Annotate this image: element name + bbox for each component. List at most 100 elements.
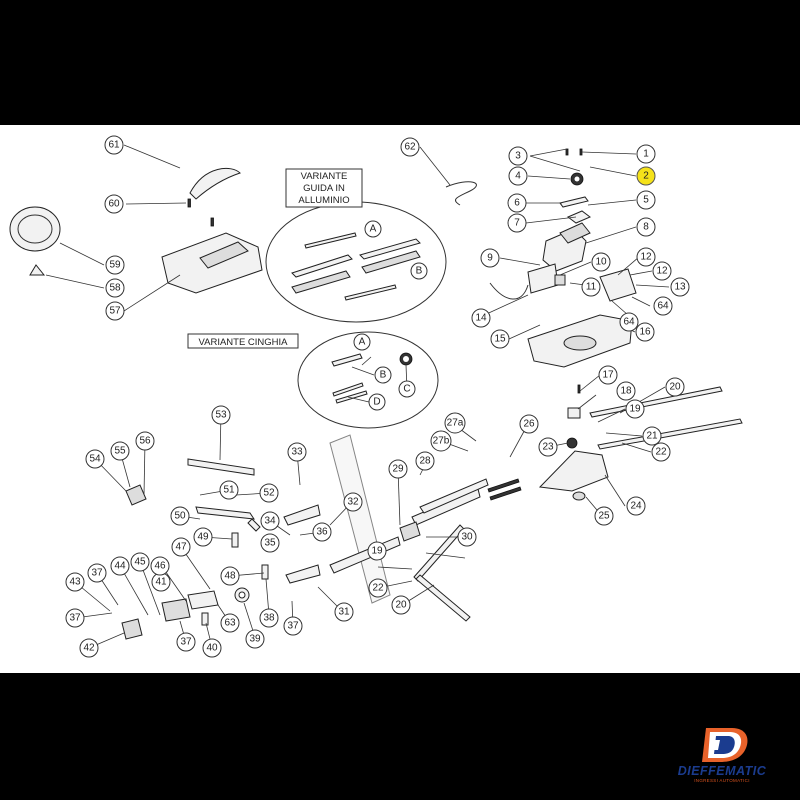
part-carriage: [538, 450, 609, 492]
callout-56: 56: [135, 431, 155, 451]
svg-text:19: 19: [629, 404, 641, 415]
svg-text:5: 5: [643, 195, 649, 206]
svg-text:6: 6: [514, 198, 520, 209]
svg-text:22: 22: [372, 583, 384, 594]
svg-text:25: 25: [598, 511, 610, 522]
brand-name: DIEFFEMATIC: [677, 764, 767, 778]
part-coil: [9, 206, 61, 252]
svg-text:12: 12: [656, 266, 668, 277]
callout-48: 48: [220, 566, 240, 586]
svg-text:42: 42: [83, 643, 95, 654]
part-visor: [189, 167, 241, 200]
callout-D: D: [368, 393, 386, 411]
callout-A1: A: [364, 220, 382, 238]
callout-11: 11: [581, 277, 601, 297]
callout-A2: A: [353, 333, 371, 351]
svg-text:40: 40: [206, 643, 218, 654]
callout-38: 38: [259, 608, 279, 628]
svg-text:B: B: [416, 266, 423, 277]
svg-text:10: 10: [595, 257, 607, 268]
callout-45: 45: [130, 552, 150, 572]
svg-text:20: 20: [669, 382, 681, 393]
svg-text:22: 22: [655, 447, 667, 458]
callout-63: 63: [220, 613, 240, 633]
brand-logo: DIEFFEMATIC INGRESSI AUTOMATICI: [672, 720, 772, 790]
svg-text:64: 64: [657, 301, 669, 312]
callout-10: 10: [591, 252, 611, 272]
svg-text:55: 55: [114, 446, 126, 457]
svg-text:53: 53: [215, 410, 227, 421]
svg-text:3: 3: [515, 151, 521, 162]
svg-text:50: 50: [174, 511, 186, 522]
callout-44: 44: [110, 556, 130, 576]
svg-text:47: 47: [175, 542, 187, 553]
svg-text:21: 21: [646, 431, 658, 442]
svg-text:A: A: [370, 224, 377, 235]
part-transformer: [527, 263, 559, 294]
callout-53: 53: [211, 405, 231, 425]
callout-39: 39: [245, 629, 265, 649]
callout-50: 50: [170, 506, 190, 526]
svg-text:36: 36: [316, 527, 328, 538]
svg-text:61: 61: [108, 140, 120, 151]
callout-46: 46: [150, 556, 170, 576]
callout-64b: 64: [619, 312, 639, 332]
variant-belt-label-box: [187, 333, 299, 349]
svg-text:56: 56: [139, 436, 151, 447]
variant-aluminium-label-3: ALLUMINIO: [298, 195, 349, 206]
callout-13: 13: [670, 277, 690, 297]
variant-aluminium-outline: [265, 201, 447, 323]
callout-18: 18: [616, 381, 636, 401]
svg-text:49: 49: [197, 532, 209, 543]
svg-text:12: 12: [640, 252, 652, 263]
callout-41: 41: [151, 572, 171, 592]
svg-text:51: 51: [223, 485, 235, 496]
callout-34: 34: [260, 511, 280, 531]
callout-36: 36: [312, 522, 332, 542]
callout-9: 9: [480, 248, 500, 268]
callout-B1: B: [410, 262, 428, 280]
svg-text:19: 19: [371, 546, 383, 557]
svg-text:24: 24: [630, 501, 642, 512]
svg-text:11: 11: [586, 282, 597, 293]
callout-31: 31: [334, 602, 354, 622]
svg-text:30: 30: [461, 532, 473, 543]
variant-belt-outline: [297, 331, 439, 429]
callout-35: 35: [260, 533, 280, 553]
variant-aluminium-label-2: GUIDA IN: [303, 183, 345, 194]
part-rail-vertical: [329, 434, 391, 604]
svg-text:14: 14: [475, 313, 487, 324]
callout-40: 40: [202, 638, 222, 658]
callout-47: 47: [171, 537, 191, 557]
svg-text:29: 29: [392, 464, 404, 475]
callout-30: 30: [457, 527, 477, 547]
svg-text:37: 37: [91, 568, 103, 579]
callout-17: 17: [598, 365, 618, 385]
svg-text:B: B: [380, 370, 387, 381]
svg-text:37: 37: [69, 613, 81, 624]
callout-43: 43: [65, 572, 85, 592]
svg-text:39: 39: [249, 634, 261, 645]
callout-20a: 20: [665, 377, 685, 397]
svg-text:41: 41: [155, 577, 167, 588]
diagram-sheet: VARIANTE GUIDA IN ALLUMINIO VARIANTE CIN…: [0, 125, 800, 783]
callout-59: 59: [105, 255, 125, 275]
callout-62: 62: [400, 137, 420, 157]
svg-text:31: 31: [338, 607, 350, 618]
svg-text:59: 59: [109, 260, 121, 271]
variant-aluminium-label-1: VARIANTE: [301, 171, 348, 182]
svg-text:37: 37: [180, 637, 192, 648]
callout-29: 29: [388, 459, 408, 479]
callout-60: 60: [104, 194, 124, 214]
callout-5: 5: [636, 190, 656, 210]
callout-3: 3: [508, 146, 528, 166]
callout-52: 52: [259, 483, 279, 503]
svg-text:16: 16: [639, 327, 651, 338]
callout-B2: B: [374, 366, 392, 384]
svg-text:33: 33: [291, 447, 303, 458]
callout-16: 16: [635, 322, 655, 342]
svg-text:32: 32: [347, 497, 359, 508]
callout-7: 7: [507, 213, 527, 233]
callout-27b: 27b: [430, 430, 452, 452]
svg-text:58: 58: [109, 283, 121, 294]
